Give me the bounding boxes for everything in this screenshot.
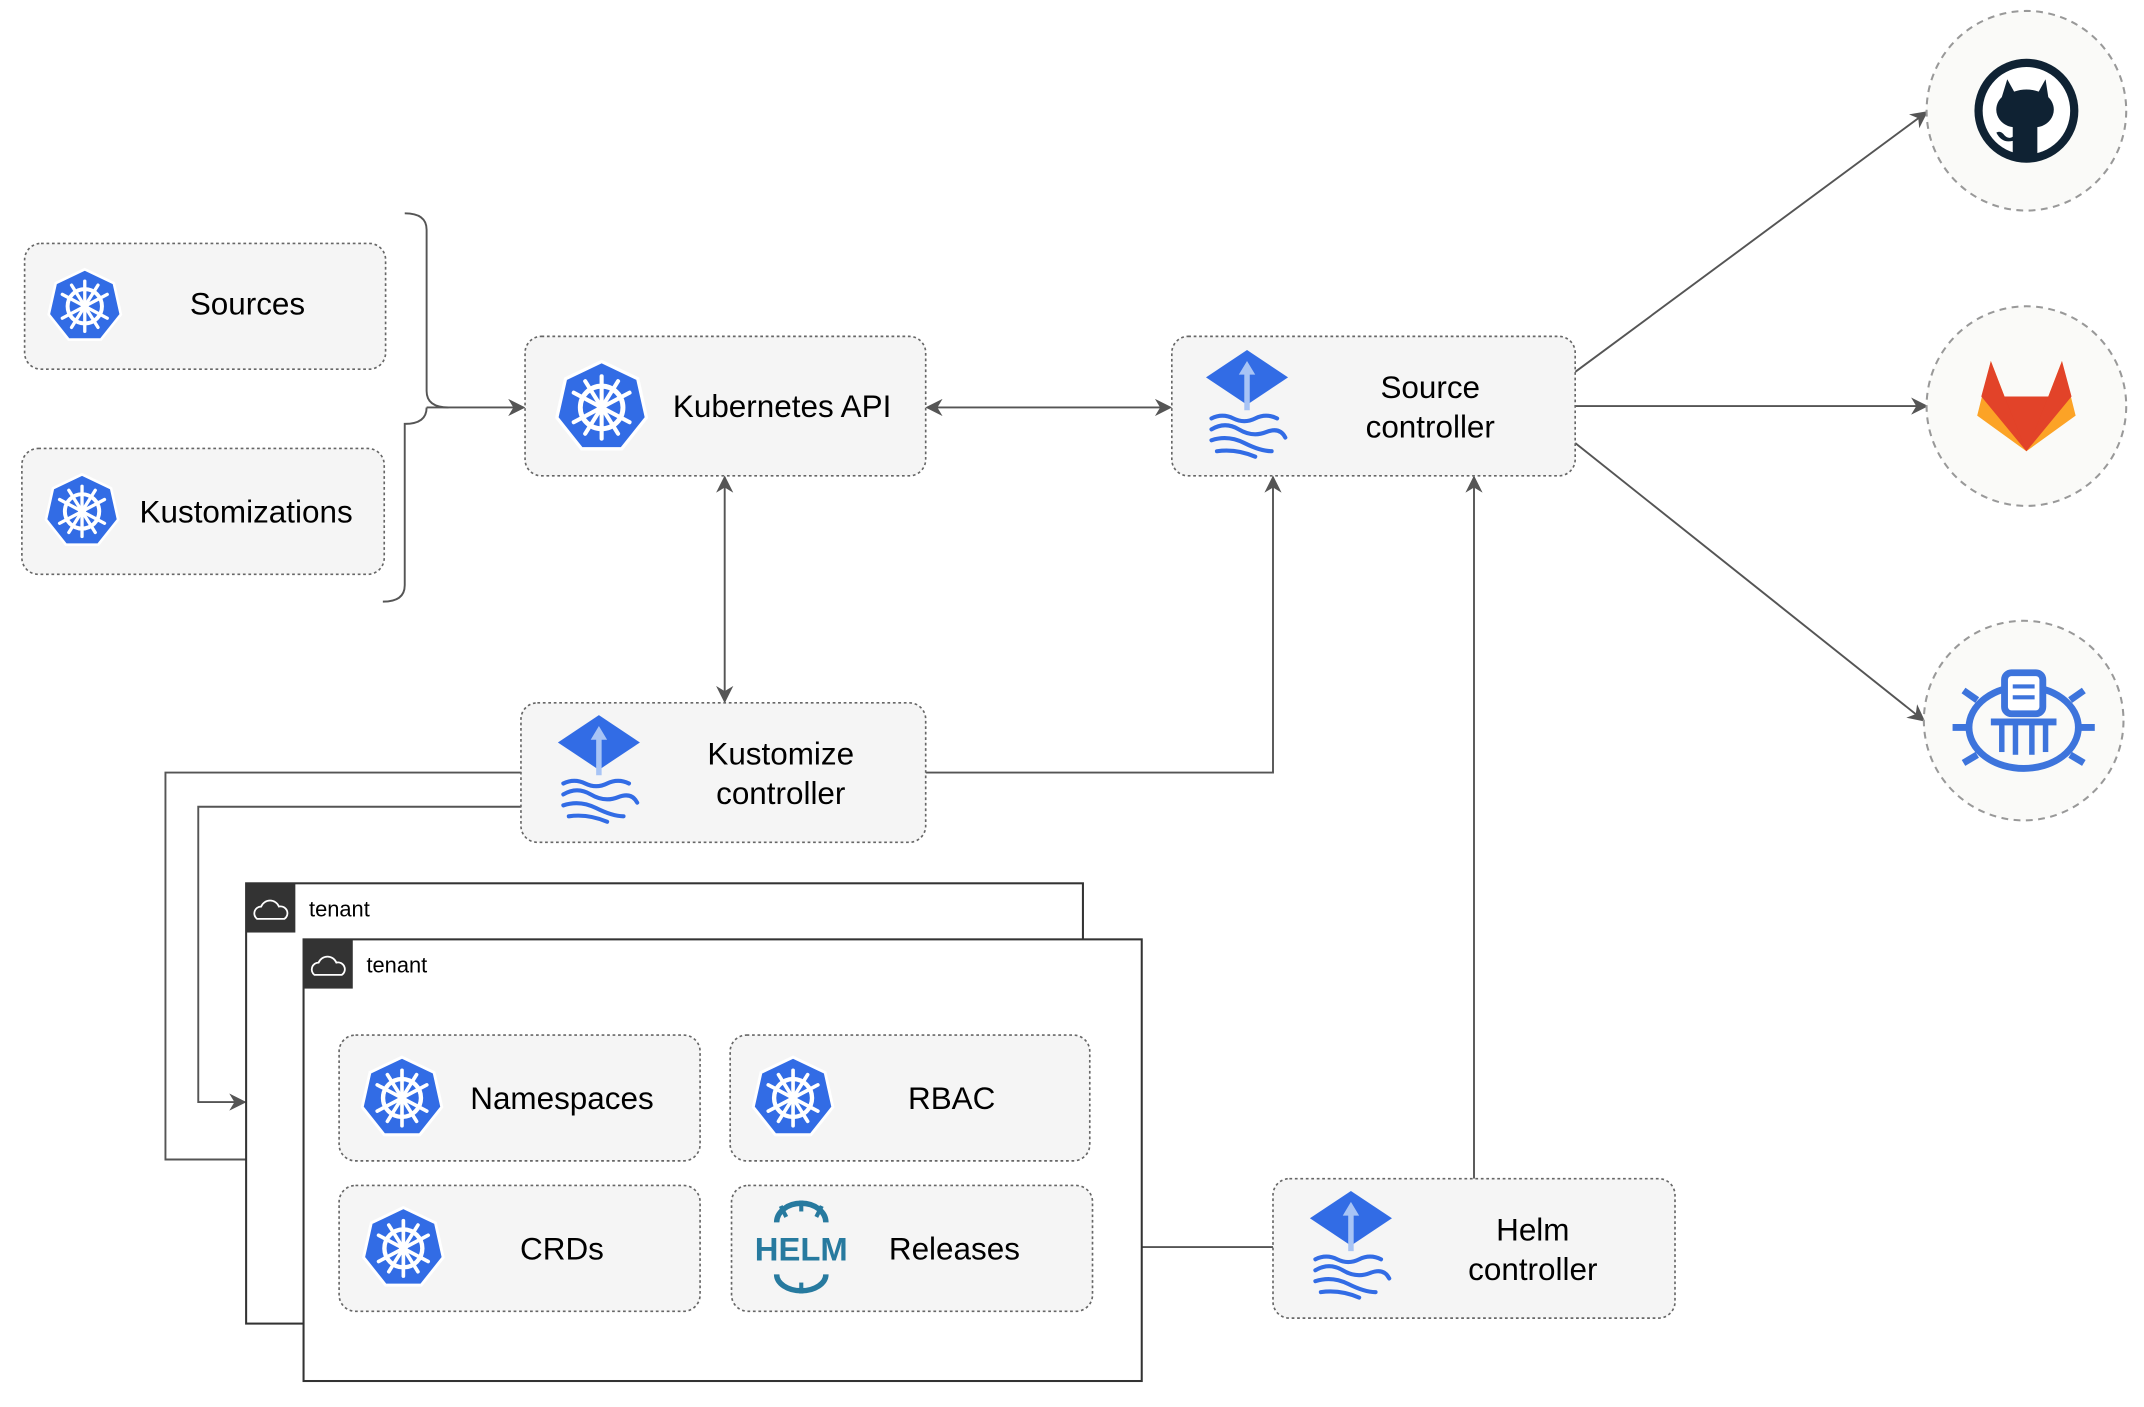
github-node[interactable] [1925,9,2128,212]
cloud-icon [310,955,346,976]
tenant-header-badge [303,939,353,989]
helm-controller-node[interactable]: Helm controller [1272,1177,1676,1319]
releases-node[interactable]: HELM Releases [730,1184,1094,1313]
sources-label: Sources [190,287,305,322]
kubernetes-api-node[interactable]: Kubernetes API [524,335,927,477]
edge-source-to-bucket [1574,442,1926,722]
edge-kustomize-to-source [925,475,1282,774]
bucket-icon [1952,669,2095,772]
helm-controller-label-1: Helm [1496,1212,1569,1247]
sources-brace [382,212,449,603]
edge-kustomize-to-tenant-back [197,805,521,1111]
gitlab-icon [1977,360,2076,452]
sources-node[interactable]: Sources [23,242,387,371]
edge-kustomize-to-tenant-front [164,771,521,1169]
kustomize-controller-node[interactable]: Kustomize controller [520,701,927,844]
source-controller-label-2: controller [1366,410,1495,445]
releases-label: Releases [889,1231,1020,1266]
kustomizations-node[interactable]: Kustomizations [21,447,386,576]
gitlab-node[interactable] [1925,305,2128,507]
tenant-header-badge [246,883,296,933]
rbac-label: RBAC [908,1081,995,1116]
kustomizations-label: Kustomizations [140,494,353,529]
rbac-node[interactable]: RBAC [729,1034,1091,1162]
kustomize-controller-label-2: controller [716,776,845,811]
cloud-icon [253,899,289,920]
edge-source-to-github [1574,111,1928,373]
github-icon [1974,58,2079,163]
helm-logo-text: HELM [755,1231,848,1268]
helm-icon: HELM [755,1200,848,1294]
namespaces-node[interactable]: Namespaces [338,1034,701,1162]
kubernetes-api-label: Kubernetes API [673,389,891,424]
kustomize-controller-label-1: Kustomize [707,736,854,771]
crds-node[interactable]: CRDs [338,1184,701,1313]
tenant-label: tenant [309,896,370,921]
crds-label: CRDs [520,1231,604,1266]
helm-controller-label-2: controller [1468,1252,1597,1287]
source-controller-label-1: Source [1380,370,1480,405]
namespaces-label: Namespaces [470,1081,653,1116]
bucket-node[interactable] [1922,619,2125,822]
source-controller-node[interactable]: Source controller [1170,335,1577,477]
tenant-label: tenant [366,952,427,977]
